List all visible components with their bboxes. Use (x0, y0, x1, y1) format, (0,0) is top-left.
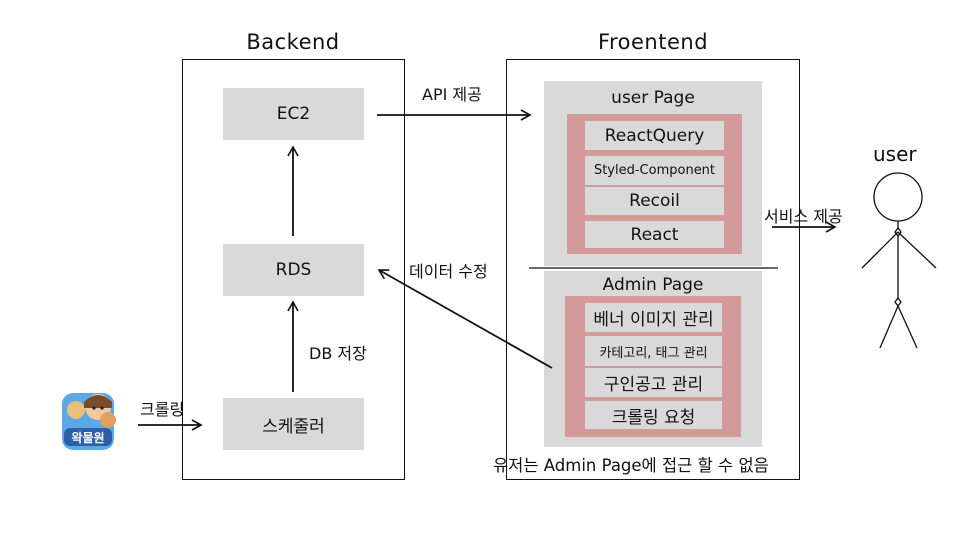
user-item-recoil: Recoil (585, 187, 724, 215)
api-label: API 제공 (422, 85, 482, 104)
user-page-title: user Page (611, 88, 695, 108)
logo-text: 왁물원 (71, 431, 105, 445)
admin-page-title: Admin Page (602, 275, 704, 295)
admin-item-banner: 베너 이미지 관리 (585, 303, 722, 332)
ec2-label: EC2 (276, 104, 311, 124)
frontend-title: Froentend (597, 30, 709, 54)
ec2-box: EC2 (223, 88, 364, 140)
user-item-reactquery: ReactQuery (585, 121, 724, 150)
admin-item-crawl-request: 크롤링 요청 (585, 401, 722, 429)
user-item-react: React (585, 221, 724, 248)
user-item-styled-component: Styled-Component (585, 156, 724, 185)
scheduler-box: 스케줄러 (223, 398, 364, 450)
admin-item-job-posting: 구인공고 관리 (585, 368, 722, 397)
rds-box: RDS (223, 244, 364, 296)
admin-item-category-tag: 카테고리, 태그 관리 (585, 336, 722, 366)
crawling-label: 크롤링 (140, 400, 185, 419)
backend-title: Backend (246, 30, 340, 54)
data-edit-arrow (377, 269, 553, 369)
wakmulwon-logo-icon (62, 393, 116, 450)
admin-access-note: 유저는 Admin Page에 접근 할 수 없음 (493, 456, 769, 475)
scheduler-label: 스케줄러 (262, 416, 325, 437)
data-edit-label: 데이터 수정 (409, 262, 488, 281)
user-title: user (873, 142, 917, 166)
service-label: 서비스 제공 (764, 207, 843, 226)
rds-label: RDS (275, 260, 312, 280)
user-stick-figure-icon (861, 172, 937, 349)
db-save-label: DB 저장 (309, 344, 367, 363)
